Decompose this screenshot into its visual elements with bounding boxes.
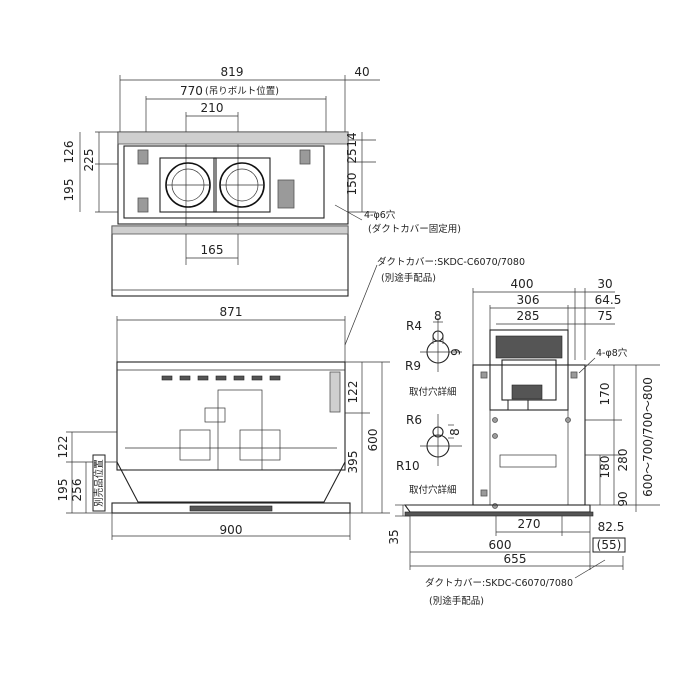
hole-note-sub: (ダクトカバー固定用) bbox=[368, 223, 461, 235]
bolt-note: (吊りボルト位置) bbox=[205, 85, 279, 97]
dim-280: 280 bbox=[616, 449, 630, 472]
dim-400: 400 bbox=[511, 277, 534, 291]
dim-75: 75 bbox=[597, 309, 612, 323]
dim-210: 210 bbox=[201, 101, 224, 115]
dim-55-box bbox=[592, 537, 626, 553]
detail-a-label: 取付穴詳細 bbox=[409, 386, 457, 398]
hole-note: 4-φ6穴 bbox=[364, 209, 396, 221]
detail-b-r2: R10 bbox=[396, 459, 420, 473]
dim-122-right: 122 bbox=[346, 381, 360, 404]
dim-30: 30 bbox=[597, 277, 612, 291]
dim-122-left: 122 bbox=[56, 436, 70, 459]
duct-cover-note-bottom: ダクトカバー:SKDC-C6070/7080 bbox=[425, 577, 573, 589]
dim-270: 270 bbox=[518, 517, 541, 531]
side-view: ダクトカバー:SKDC-C6070/7080 (別途手配品) 400 30 30… bbox=[344, 256, 660, 607]
dim-170: 170 bbox=[598, 383, 612, 406]
dim-180: 180 bbox=[598, 456, 612, 479]
duct-cover-note-top: ダクトカバー:SKDC-C6070/7080 bbox=[377, 256, 525, 268]
front-view: 871 900 122 39 bbox=[56, 305, 390, 540]
front-light-strip bbox=[189, 505, 273, 512]
dim-195: 195 bbox=[62, 179, 76, 202]
detail-a-d: 8 bbox=[434, 309, 442, 323]
dim-55: (55) bbox=[597, 538, 622, 552]
detail-b-r1: R6 bbox=[406, 413, 422, 427]
hole-detail-b: R6 8 R10 取付穴詳細 bbox=[396, 413, 462, 496]
dim-25: 25 bbox=[345, 148, 359, 163]
dim-871: 871 bbox=[220, 305, 243, 319]
dim-655: 655 bbox=[504, 552, 527, 566]
dim-600: 600 bbox=[366, 429, 380, 452]
dim-14: 14 bbox=[345, 132, 359, 147]
front-canopy bbox=[116, 461, 346, 503]
dim-900: 900 bbox=[220, 523, 243, 537]
dim-82-5: 82.5 bbox=[598, 520, 625, 534]
detail-b-label: 取付穴詳細 bbox=[409, 484, 457, 496]
dim-285: 285 bbox=[517, 309, 540, 323]
dim-395: 395 bbox=[346, 451, 360, 474]
side-note: 別売品位置 bbox=[93, 459, 105, 507]
front-body-outline bbox=[116, 361, 346, 471]
dim-195-front: 195 bbox=[56, 479, 70, 502]
duct-adapter-right bbox=[213, 157, 271, 213]
dim-165: 165 bbox=[201, 243, 224, 257]
holes-note: 4-φ8穴 bbox=[596, 347, 628, 359]
top-front-lip bbox=[111, 225, 349, 297]
hole-detail-a: R4 8 R9 9 取付穴詳細 bbox=[405, 309, 463, 398]
top-view: 819 40 770 (吊りボルト位置) 210 bbox=[62, 65, 461, 297]
detail-a-d2: 9 bbox=[449, 348, 463, 356]
dim-150: 150 bbox=[345, 173, 359, 196]
dim-600-side: 600 bbox=[489, 538, 512, 552]
detail-b-d: 8 bbox=[448, 428, 462, 436]
top-inner-frame bbox=[123, 145, 325, 219]
side-note-box bbox=[92, 454, 106, 512]
dim-770: 770 bbox=[180, 84, 203, 98]
dim-35: 35 bbox=[387, 529, 401, 544]
dim-range: 600〜700/700〜800 bbox=[641, 377, 655, 497]
dim-819: 819 bbox=[221, 65, 244, 79]
dim-126: 126 bbox=[62, 141, 76, 164]
dim-90: 90 bbox=[616, 491, 630, 506]
detail-a-r2: R9 bbox=[405, 359, 421, 373]
dim-40: 40 bbox=[354, 65, 369, 79]
detail-a-r1: R4 bbox=[406, 319, 422, 333]
duct-cover-note-bottom-sub: (別途手配品) bbox=[429, 595, 484, 607]
dim-64-5: 64.5 bbox=[595, 293, 622, 307]
duct-adapter-left bbox=[159, 157, 217, 213]
dim-306: 306 bbox=[517, 293, 540, 307]
duct-cover-note-top-sub: (別途手配品) bbox=[381, 272, 436, 284]
dim-256: 256 bbox=[70, 479, 84, 502]
front-bottom-panel bbox=[111, 502, 351, 514]
dim-225: 225 bbox=[82, 149, 96, 172]
top-back-plate bbox=[117, 131, 349, 145]
